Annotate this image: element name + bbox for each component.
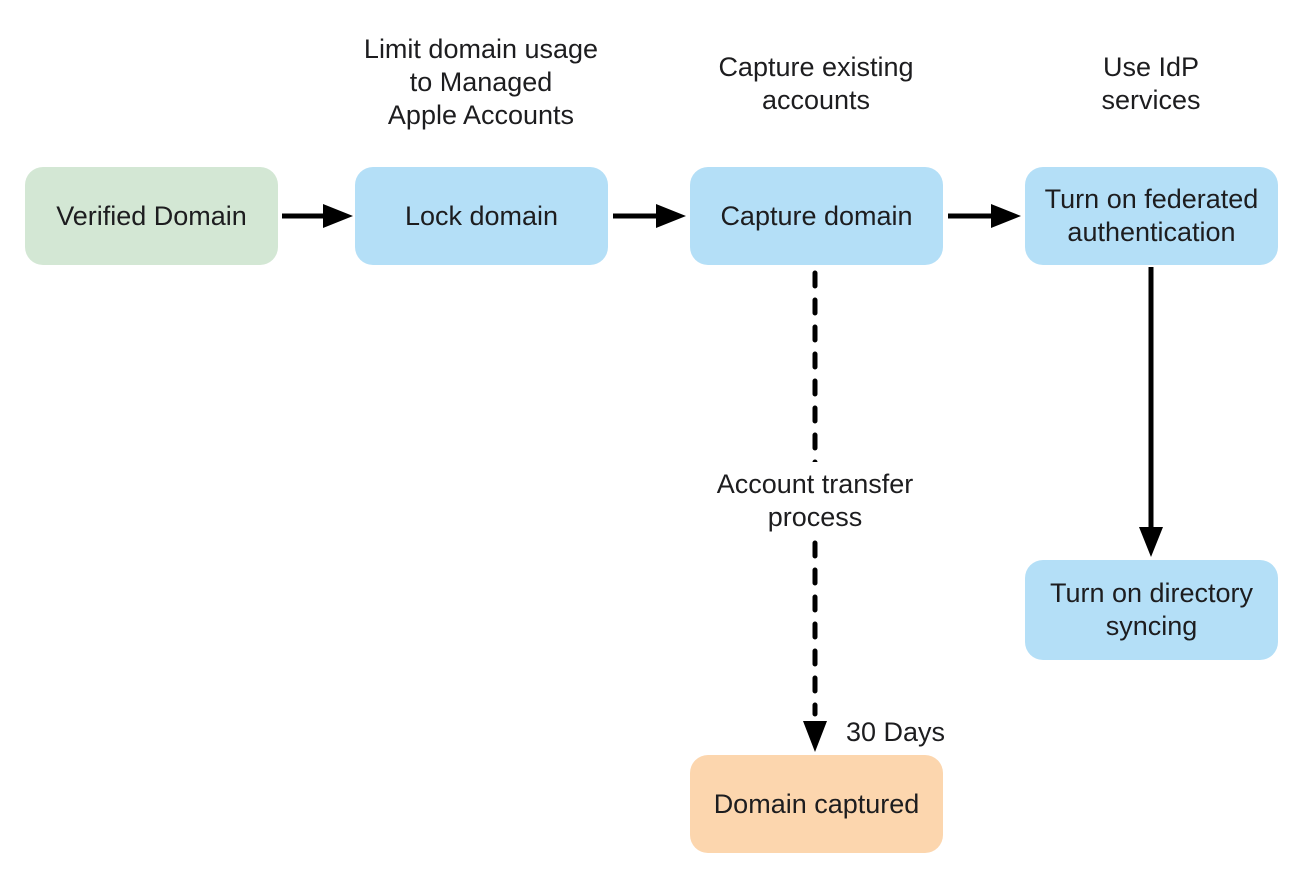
node-lock-domain-label: Lock domain: [404, 200, 559, 231]
node-domain-captured: Domain captured: [690, 755, 943, 853]
node-verified-domain: Verified Domain: [25, 167, 278, 265]
arrow-capture-to-federated: [948, 204, 1021, 228]
node-lock-domain: Lock domain: [355, 167, 608, 265]
node-turn-on-federated-authentication: Turn on federated authentication: [1025, 167, 1278, 265]
annotation-capture-existing-accounts: Capture existing accounts: [718, 52, 914, 115]
annotation-use-idp-services: Use IdP services: [1101, 52, 1201, 115]
node-turn-on-federated-authentication-label: Turn on federated authentication: [1044, 184, 1259, 247]
node-verified-domain-label: Verified Domain: [56, 200, 247, 231]
node-capture-domain-label: Capture domain: [720, 200, 913, 231]
annotation-limit-domain-usage: Limit domain usage to Managed Apple Acco…: [363, 34, 599, 130]
edge-label-30-days: 30 Days: [846, 717, 946, 747]
arrow-lock-to-capture: [613, 204, 686, 228]
arrow-verified-to-lock: [282, 204, 353, 228]
edge-label-account-transfer-process: Account transfer process: [664, 462, 966, 540]
arrow-federated-to-syncing: [1139, 267, 1163, 557]
node-capture-domain: Capture domain: [690, 167, 943, 265]
node-turn-on-directory-syncing-label: Turn on directory syncing: [1049, 578, 1254, 641]
node-turn-on-directory-syncing: Turn on directory syncing: [1025, 560, 1278, 660]
node-domain-captured-label: Domain captured: [713, 788, 920, 819]
